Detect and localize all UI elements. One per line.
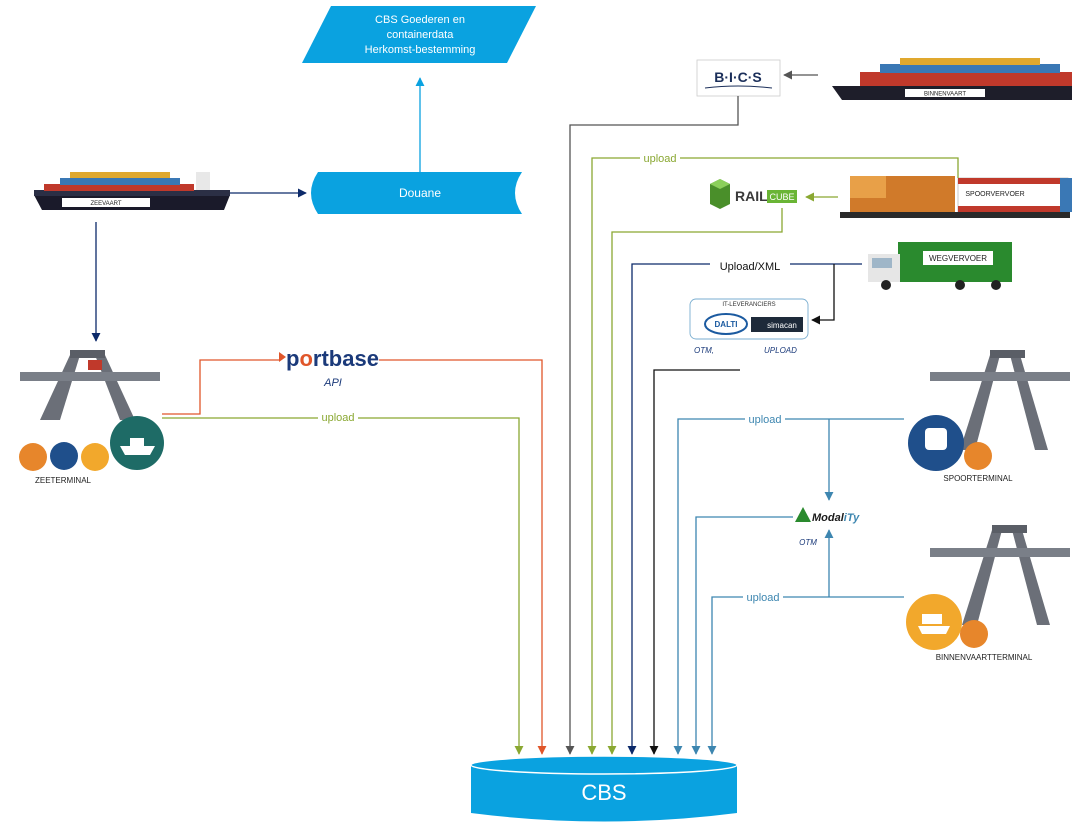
portbase-name-rest: rtbase xyxy=(313,346,379,371)
it-leveranciers-box: IT-LEVERANCIERS DALTI simacan xyxy=(689,298,809,340)
flow-railcube-cbs xyxy=(607,208,783,755)
svg-text:portbase: portbase xyxy=(286,346,379,371)
cbs-label: CBS xyxy=(581,780,626,805)
portbase-name-prefix: p xyxy=(286,346,299,371)
dalti-name: DALTI xyxy=(715,320,738,329)
spoorterminal-crane-image xyxy=(908,350,1070,471)
flow-it-leveranciers-cbs xyxy=(649,369,740,755)
modality-name-a: Modal xyxy=(812,512,845,524)
output-box-line3: Herkomst-bestemming xyxy=(365,44,476,56)
simacan-logo-icon xyxy=(751,317,803,332)
binnenvaart-label: BINNENVAART xyxy=(924,92,966,98)
portbase-logo: portbase xyxy=(279,346,379,371)
flow-zeeterminal-upload-cbs xyxy=(162,417,524,755)
flow-spoorvervoer-upload-cbs xyxy=(587,157,959,755)
output-box-line1: CBS Goederen en xyxy=(375,14,465,26)
wegvervoer-label: WEGVERVOER xyxy=(929,254,987,263)
output-box-cbs-goederen: CBS Goederen en containerdata Herkomst-b… xyxy=(302,6,536,63)
douane-label: Douane xyxy=(399,186,441,200)
modality-logo: ModaliTy xyxy=(795,507,860,524)
flow-label-upload-xml: Upload/XML xyxy=(720,261,781,273)
portbase-name-o: o xyxy=(299,346,312,371)
flow-label-upload-rail: upload xyxy=(643,153,676,165)
railcube-cube: CUBE xyxy=(769,192,794,202)
portbase-api-label: API xyxy=(323,377,342,389)
bics-logo: B·I·C·S xyxy=(696,59,781,97)
spoorterminal-label: SPOORTERMINAL xyxy=(943,474,1013,483)
binnenvaartterminal-crane-image xyxy=(906,525,1070,650)
svg-text:ModaliTy: ModaliTy xyxy=(812,512,860,524)
simacan-name: simacan xyxy=(767,321,797,330)
flow-bics-cbs xyxy=(565,96,739,755)
zeeterminal-crane-image xyxy=(19,350,164,471)
portbase-o-icon xyxy=(279,352,286,362)
flow-label-upload-spoorterminal: upload xyxy=(748,414,781,426)
flow-label-upload-binnenvaartterminal: upload xyxy=(746,592,779,604)
douane-node: Douane xyxy=(311,172,522,214)
spoorvervoer-label: SPOORVERVOER xyxy=(965,191,1024,198)
zeeterminal-label: ZEETERMINAL xyxy=(35,476,92,485)
railcube-rail: RAIL xyxy=(735,188,768,204)
it-upload-label: UPLOAD xyxy=(764,346,797,355)
output-box-line2: containerdata xyxy=(387,29,455,41)
flow-binnenvaartterminal-upload-cbs xyxy=(707,596,904,755)
bics-name: B·I·C·S xyxy=(714,69,761,85)
wegvervoer-truck-image: WEGVERVOER xyxy=(868,242,1012,290)
zeevaart-label: ZEEVAART xyxy=(90,201,121,207)
it-otm-label: OTM, xyxy=(694,346,714,355)
railcube-logo: RAIL CUBE xyxy=(710,179,797,209)
it-leveranciers-title: IT-LEVERANCIERS xyxy=(722,302,775,308)
flow-modality-cbs xyxy=(691,516,793,755)
spoorvervoer-train-image: SPOORVERVOER xyxy=(840,176,1072,218)
modality-otm-label: OTM xyxy=(799,538,817,547)
modality-tree-icon xyxy=(795,507,811,522)
flow-zeeterminal-portbase xyxy=(162,359,279,415)
binnenvaart-ship-image: BINNENVAART xyxy=(832,58,1072,100)
cbs-database: CBS xyxy=(470,755,738,822)
dalti-logo-icon xyxy=(704,313,748,335)
flow-portbase-cbs xyxy=(379,359,547,755)
flow-label-upload-zee: upload xyxy=(321,412,354,424)
zeevaart-ship-image: ZEEVAART xyxy=(34,172,230,210)
arrow-wegvervoer-to-it xyxy=(811,264,835,325)
modality-name-b: iTy xyxy=(844,512,860,524)
binnenvaartterminal-label: BINNENVAARTTERMINAL xyxy=(936,653,1033,662)
